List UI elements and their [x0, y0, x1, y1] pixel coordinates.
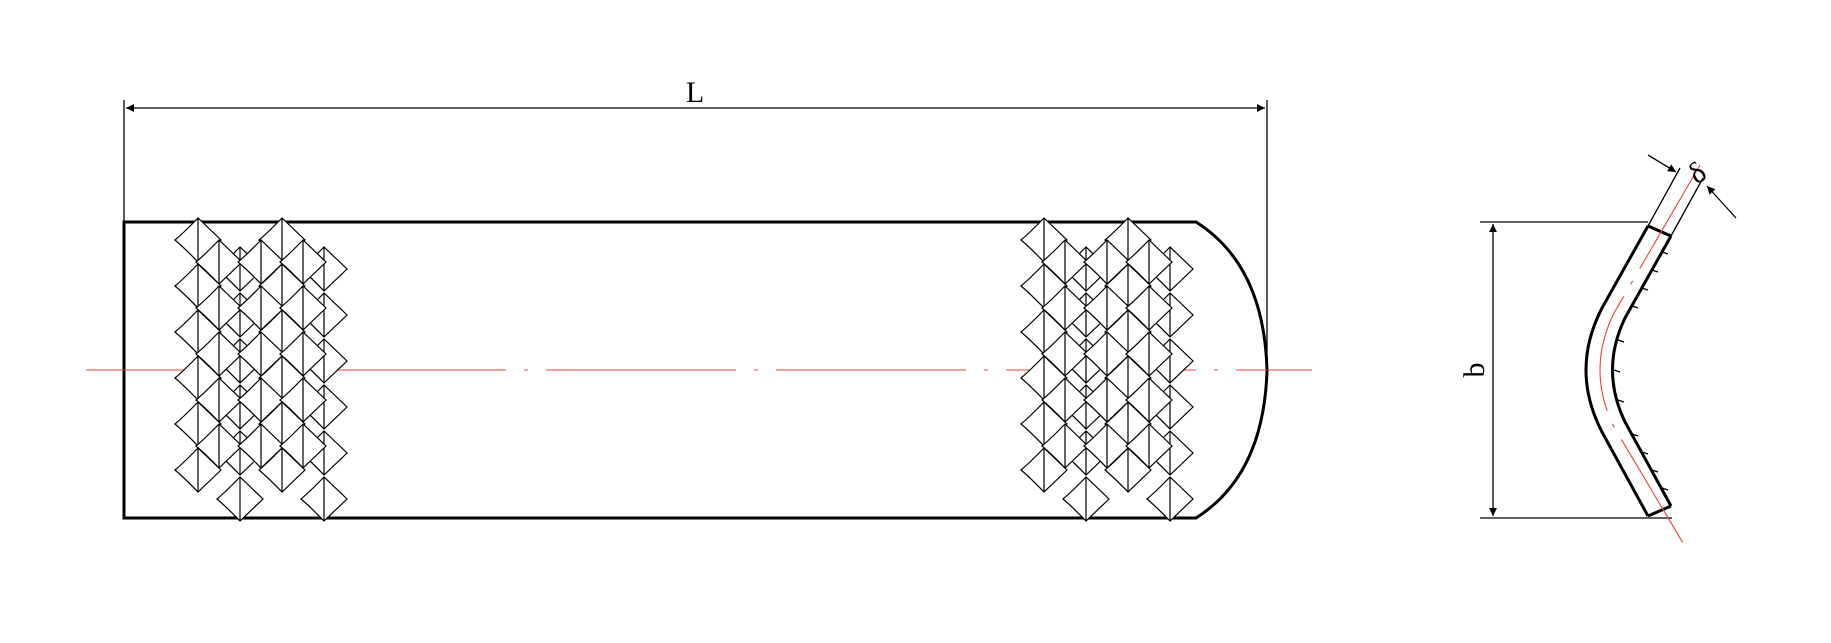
side-view: b δ	[1458, 154, 1737, 549]
tooth-mark	[1083, 285, 1131, 331]
tooth-mark	[237, 239, 285, 285]
tooth-mark	[279, 423, 327, 469]
tooth-mark	[1062, 476, 1110, 522]
side-centerline	[1599, 164, 1701, 549]
thickness-label: δ	[1682, 156, 1713, 191]
tooth-mark	[237, 331, 285, 377]
tooth-cluster-left	[174, 217, 348, 522]
tooth-mark	[1125, 285, 1173, 331]
tooth-mark	[1146, 476, 1194, 522]
side-tooth-ticks	[1613, 251, 1669, 491]
tooth-mark	[1083, 423, 1131, 469]
tooth-mark	[1125, 423, 1173, 469]
length-label: L	[686, 76, 704, 109]
tooth-mark	[1083, 239, 1131, 285]
tooth-mark	[216, 476, 264, 522]
tooth-mark	[1125, 331, 1173, 377]
tooth-mark	[1125, 377, 1173, 423]
bent-strip-outer	[1584, 225, 1650, 517]
tooth-mark	[1041, 423, 1089, 469]
length-dimension: L	[123, 76, 1268, 372]
tooth-mark	[1041, 239, 1089, 285]
tooth-mark	[300, 476, 348, 522]
tooth-mark	[279, 239, 327, 285]
tooth-mark	[1125, 239, 1173, 285]
width-label: b	[1458, 363, 1491, 378]
tooth-mark	[1041, 331, 1089, 377]
tooth-mark	[237, 285, 285, 331]
tooth-mark	[195, 423, 243, 469]
tooth-mark	[279, 377, 327, 423]
tooth-mark	[195, 377, 243, 423]
tooth-mark	[1041, 285, 1089, 331]
tooth-mark	[1083, 377, 1131, 423]
tooth-mark	[195, 331, 243, 377]
tooth-mark	[1041, 377, 1089, 423]
tooth-cluster-right	[1020, 217, 1194, 522]
bent-strip-inner	[1611, 235, 1673, 507]
tooth-mark	[195, 285, 243, 331]
tooth-mark	[237, 423, 285, 469]
tooth-mark	[1083, 331, 1131, 377]
tooth-mark	[237, 377, 285, 423]
tooth-mark	[279, 331, 327, 377]
tooth-mark	[195, 239, 243, 285]
tooth-mark	[279, 285, 327, 331]
